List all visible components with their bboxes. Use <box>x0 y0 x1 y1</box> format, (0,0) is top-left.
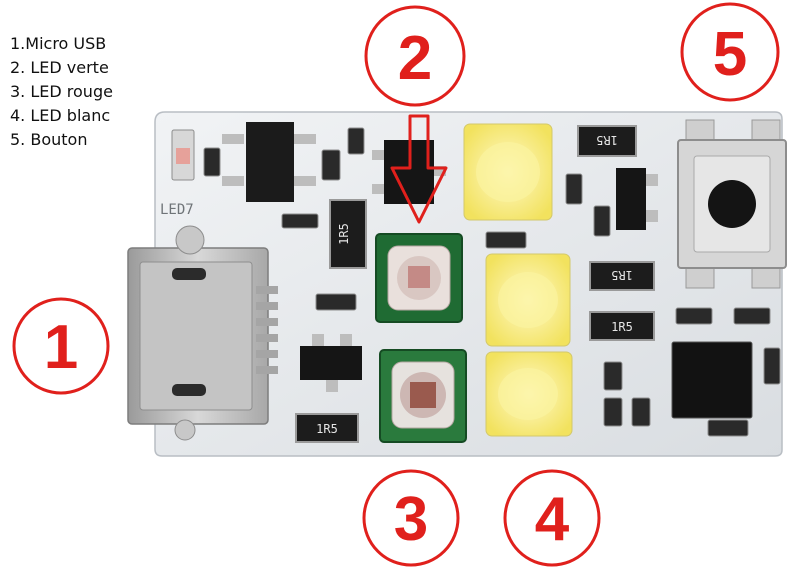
resistor-4: 1R5 <box>589 311 655 341</box>
push-button <box>677 119 787 289</box>
resistor-3: 1R5 <box>589 261 655 291</box>
led-blanc-middle <box>485 253 571 347</box>
legend-item-led-verte: 2. LED verte <box>10 58 109 77</box>
legend-item-bouton: 5. Bouton <box>10 130 88 149</box>
transistor-right <box>616 168 658 230</box>
resistor-mark: 1R5 <box>337 223 351 245</box>
qfn-chip <box>671 341 753 419</box>
callout-1-label: 1 <box>44 313 78 382</box>
micro-usb-connector <box>127 225 278 441</box>
led-rouge <box>379 349 467 443</box>
callout-5-label: 5 <box>713 20 747 89</box>
callout-3-label: 3 <box>394 485 428 554</box>
resistor-1: 1R5 <box>329 199 367 269</box>
legend-item-micro-usb: 1.Micro USB <box>10 34 107 53</box>
callout-4: 4 <box>503 469 601 567</box>
callout-3: 3 <box>362 469 460 567</box>
legend: 1.Micro USB 2. LED verte 3. LED rouge 4.… <box>10 32 113 152</box>
legend-item-led-blanc: 4. LED blanc <box>10 106 111 125</box>
resistor-5: 1R5 <box>295 413 359 443</box>
led-verte <box>375 233 463 323</box>
resistor-mark: 1R5 <box>611 320 633 334</box>
led-blanc-bottom <box>485 351 573 437</box>
resistor-mark: 1R5 <box>596 133 618 147</box>
resistor-2: 1R5 <box>577 125 637 157</box>
arrow-down-icon <box>390 114 448 224</box>
callout-5: 5 <box>680 2 780 102</box>
callout-2: 2 <box>364 5 466 107</box>
status-led <box>171 129 195 181</box>
legend-item-led-rouge: 3. LED rouge <box>10 82 113 101</box>
led-blanc-top <box>463 123 553 221</box>
callout-2-label: 2 <box>398 24 432 93</box>
smd-passives <box>203 127 781 437</box>
resistor-mark: 1R5 <box>611 268 633 282</box>
resistor-mark: 1R5 <box>316 422 338 436</box>
led-ref-label: LED7 <box>160 202 194 218</box>
callout-4-label: 4 <box>535 485 570 554</box>
transistor-left <box>300 334 362 392</box>
callout-1: 1 <box>12 297 110 395</box>
top-ic-chip <box>222 122 316 202</box>
